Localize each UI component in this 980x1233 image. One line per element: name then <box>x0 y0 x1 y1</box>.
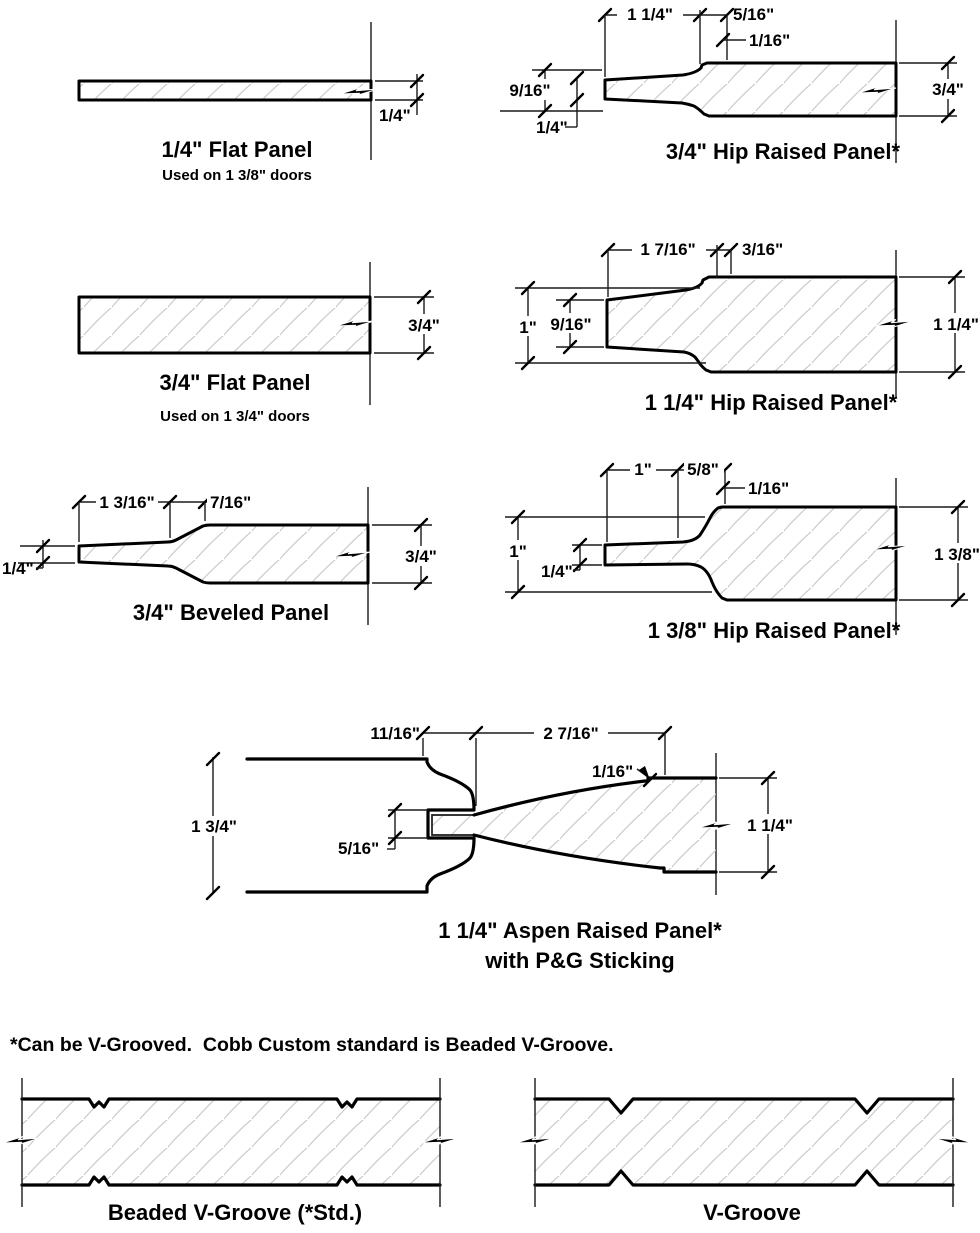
diagram-hip-raised-panel-34: 1 1/4" 5/16" 1/16" 9/16" 1/4" 3/4" 3/4" … <box>498 2 967 164</box>
diagram-title: 1 3/8" Hip Raised Panel* <box>648 618 901 643</box>
break-symbol-icon <box>335 319 375 329</box>
dim-label-left-depth: 1" <box>519 318 537 337</box>
dim-label-top-width: 1 3/16" <box>99 493 154 512</box>
panel-profile <box>603 505 898 602</box>
panel-bottom-profile <box>472 833 718 874</box>
dim-label-tongue: 1/4" <box>541 562 573 581</box>
board-top-edge-beaded <box>20 1097 442 1109</box>
dim-label-top-bevel: 5/16" <box>733 5 774 24</box>
leader-arrowhead-icon <box>639 766 650 780</box>
dim-label-thickness: 1 1/4" <box>933 315 979 334</box>
board-bottom-edge-beaded <box>20 1175 442 1187</box>
diagram-title: 1/4" Flat Panel <box>161 137 312 162</box>
diagram-flat-panel-34: 3/4" 3/4" Flat Panel Used on 1 3/4" door… <box>77 262 444 425</box>
panel-profile <box>605 275 898 374</box>
dim-label-top-bevel: 5/8" <box>687 460 719 479</box>
diagram-hip-raised-panel-138: 1" 5/8" 1/16" 1" 1/4" 1 3/8" 1 3/8" Hip … <box>505 458 980 643</box>
break-symbol-icon <box>874 319 914 329</box>
board-top-edge-vgroove <box>533 1097 955 1115</box>
dim-label-top-bevel: 7/16" <box>210 493 251 512</box>
dim-label-tongue: 1/4" <box>2 559 34 578</box>
dim-label-left-depth: 9/16" <box>509 81 550 100</box>
diagram-title: Beaded V-Groove (*Std.) <box>108 1200 362 1225</box>
dim-label-panel-width: 2 7/16" <box>543 724 598 743</box>
dim-label-left-depth: 1" <box>509 542 527 561</box>
dimension-lines <box>515 242 965 380</box>
dim-label-thickness: 1 3/8" <box>934 545 980 564</box>
diagram-subtitle: with P&G Sticking <box>484 948 674 973</box>
diagram-aspen-raised-panel: 1 3/4" 11/16" 2 7/16" 1/16" 5/16" 1 1/4"… <box>188 722 797 973</box>
dim-label-top-width: 1 1/4" <box>627 5 673 24</box>
break-symbol-icon <box>420 1136 460 1146</box>
diagram-vgroove: V-Groove <box>515 1078 973 1225</box>
dim-label-top-width: 1 7/16" <box>640 240 695 259</box>
dimension-lines <box>375 73 425 115</box>
break-symbol-icon <box>1 1136 41 1146</box>
dim-label-tongue: 9/16" <box>550 315 591 334</box>
door-stile-profile <box>245 757 476 894</box>
panel-profile <box>603 61 898 118</box>
diagram-title: 3/4" Beveled Panel <box>133 600 329 625</box>
dim-label-door-thickness: 1 3/4" <box>191 817 237 836</box>
dim-label-step: 1/16" <box>748 479 789 498</box>
panel-tongue-outline <box>431 814 477 836</box>
diagram-title: 1 1/4" Hip Raised Panel* <box>645 390 898 415</box>
diagram-hip-raised-panel-114: 1 7/16" 3/16" 1" 9/16" 1 1/4" 1 1/4" Hip… <box>514 238 979 415</box>
panel-profile <box>77 523 370 585</box>
dim-label-thickness: 3/4" <box>932 80 964 99</box>
diagram-beveled-panel-34: 1 3/16" 7/16" 1/4" 3/4" 3/4" Beveled Pan… <box>2 487 442 625</box>
break-symbol-icon <box>933 1136 973 1146</box>
dim-label-step: 1/16" <box>749 31 790 50</box>
diagram-title: V-Groove <box>703 1200 801 1225</box>
diagram-subtitle: Used on 1 3/4" doors <box>160 408 310 425</box>
diagram-quarter-flat-panel: 1/4" 1/4" Flat Panel Used on 1 3/8" door… <box>77 22 425 184</box>
diagram-title: 3/4" Flat Panel <box>159 370 310 395</box>
board-bottom-edge-vgroove <box>533 1169 955 1187</box>
break-symbol-icon <box>331 550 371 560</box>
panel-profile <box>77 79 373 102</box>
break-symbol-icon <box>515 1136 555 1146</box>
break-symbol-icon <box>857 86 897 96</box>
dim-label-thickness: 3/4" <box>405 547 437 566</box>
break-symbol-icon <box>697 821 737 831</box>
dim-label-thickness: 1/4" <box>379 106 411 125</box>
break-symbol-icon <box>339 87 379 97</box>
dim-label-tongue: 1/4" <box>536 118 568 137</box>
footnote-text: *Can be V-Grooved. Cobb Custom standard … <box>10 1034 614 1056</box>
board-fill <box>535 1099 953 1185</box>
dim-label-thickness: 3/4" <box>408 316 440 335</box>
break-symbol-icon <box>871 543 911 553</box>
dim-label-thickness: 1 1/4" <box>747 816 793 835</box>
dim-label-sticking: 11/16" <box>370 724 420 743</box>
dim-label-top-width: 1" <box>634 460 652 479</box>
dim-label-top-bevel: 3/16" <box>742 240 783 259</box>
dim-label-groove: 5/16" <box>338 839 379 858</box>
panel-fill <box>432 778 716 872</box>
diagram-subtitle: Used on 1 3/8" doors <box>162 167 312 184</box>
panel-top-profile <box>472 776 718 817</box>
panel-profile <box>77 295 372 355</box>
diagram-title: 3/4" Hip Raised Panel* <box>666 139 901 164</box>
diagram-title: 1 1/4" Aspen Raised Panel* <box>438 918 722 943</box>
board-fill <box>22 1099 440 1185</box>
dim-label-step: 1/16" <box>592 762 633 781</box>
diagram-beaded-vgroove: Beaded V-Groove (*Std.) <box>1 1078 460 1225</box>
